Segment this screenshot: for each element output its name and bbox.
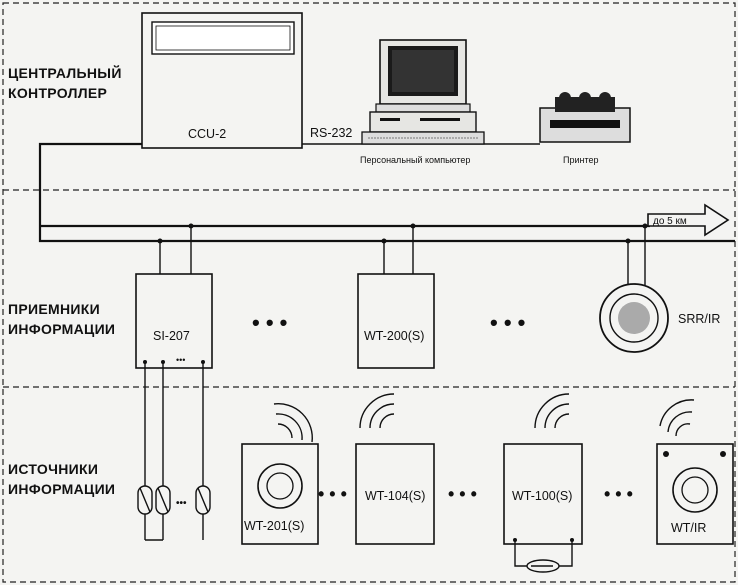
wt200-label: WT-200(S) xyxy=(364,329,424,343)
wtir-wave-icon xyxy=(659,399,695,437)
printer-label: Принтер xyxy=(563,155,599,165)
wt100-wave-icon xyxy=(534,393,570,429)
section-sources-line1: ИСТОЧНИКИ xyxy=(8,461,98,477)
source-wt104: WT-104(S) xyxy=(355,393,435,545)
section-sources-line2: ИНФОРМАЦИИ xyxy=(8,481,115,497)
receivers-dots-1: • • • xyxy=(252,310,287,335)
wt104-label: WT-104(S) xyxy=(365,489,425,503)
srrir-label: SRR/IR xyxy=(678,312,720,326)
si207-dots: ••• xyxy=(176,355,185,365)
printer-icon xyxy=(539,92,631,143)
receiver-wt200: WT-200(S) xyxy=(357,273,435,369)
bus-taps xyxy=(157,223,648,285)
receivers-dots-2: • • • xyxy=(490,310,525,335)
receiver-srrir: SRR/IR xyxy=(599,283,720,353)
section-central-line1: ЦЕНТРАЛЬНЫЙ xyxy=(8,64,122,81)
source-wt201: WT-201(S) xyxy=(241,403,319,545)
source-wtir: WT/IR xyxy=(656,399,734,545)
wired-sensors: ••• xyxy=(137,362,211,541)
source-wt100: WT-100(S) xyxy=(503,393,583,573)
sources-dots-2: • • • xyxy=(448,484,477,504)
controller-label: CCU-2 xyxy=(188,127,226,141)
section-receivers-line2: ИНФОРМАЦИИ xyxy=(8,321,115,337)
wtir-label: WT/IR xyxy=(671,521,706,535)
sources-dots-1: • • • xyxy=(318,484,347,504)
wt201-wave-icon xyxy=(273,403,313,443)
receiver-si207: SI-207 ••• xyxy=(135,273,213,369)
pc-icon xyxy=(361,39,485,145)
wt104-wave-icon xyxy=(359,393,395,429)
controller-ccu2: CCU-2 xyxy=(141,12,303,149)
si207-label: SI-207 xyxy=(153,329,190,343)
section-receivers-line1: ПРИЕМНИКИ xyxy=(8,301,100,317)
sources-dots-3: • • • xyxy=(604,484,633,504)
wt100-label: WT-100(S) xyxy=(512,489,572,503)
section-central-line2: КОНТРОЛЛЕР xyxy=(8,85,107,101)
bus-main xyxy=(38,142,735,243)
pc-label: Персональный компьютер xyxy=(360,155,470,165)
distance-arrow xyxy=(647,203,730,237)
distance-label: до 5 км xyxy=(653,216,687,227)
wired-dots: ••• xyxy=(176,498,187,509)
rs232-label: RS-232 xyxy=(310,126,352,140)
wt201-label: WT-201(S) xyxy=(244,519,304,533)
